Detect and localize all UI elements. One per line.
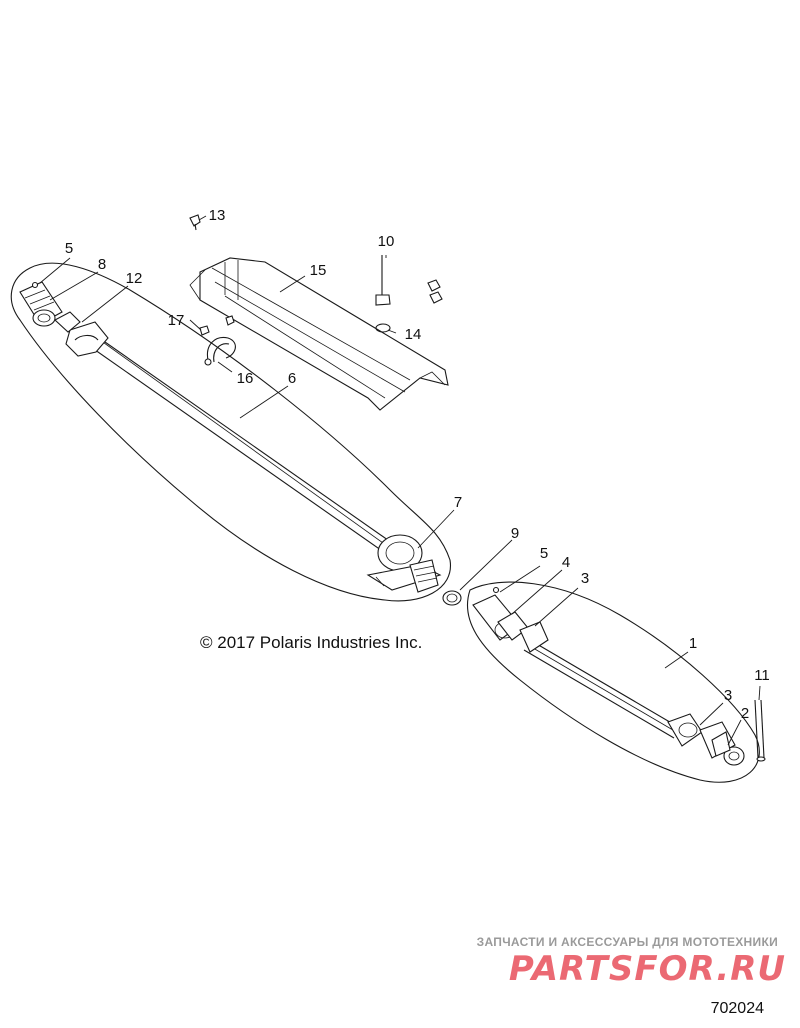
- callout-11: 11: [754, 667, 770, 684]
- callout-4: 4: [562, 554, 570, 571]
- copyright-notice: © 2017 Polaris Industries Inc.: [200, 633, 422, 652]
- clamp-16: [204, 336, 236, 366]
- group-outline-rear-shaft: [10, 262, 451, 602]
- callout-1: 1: [689, 635, 697, 652]
- roll-pin-11: [754, 699, 766, 762]
- callout-3-front: 3: [724, 687, 732, 704]
- leader-lines: [39, 215, 761, 746]
- callout-2: 2: [741, 705, 749, 722]
- callout-15: 15: [310, 262, 327, 279]
- bolt-10: [375, 255, 391, 306]
- group-outline-front-shaft: [466, 581, 760, 783]
- tunnel-guard-15: [189, 257, 449, 411]
- figure-number: 702024: [711, 1000, 764, 1017]
- callout-16: 16: [237, 370, 254, 387]
- callout-13: 13: [209, 207, 226, 224]
- callout-9: 9: [511, 525, 519, 542]
- screw-17: [199, 315, 235, 336]
- nut-extra: [427, 279, 443, 304]
- callout-7: 7: [454, 494, 462, 511]
- callout-labels: 1 2 3 3 4 5 5 6 7 8 9 10 11 12 13 14 15 …: [65, 207, 770, 722]
- watermark-tagline: ЗАПЧАСТИ И АКСЕССУАРЫ ДЛЯ МОТОТЕХНИКИ: [477, 935, 778, 949]
- callout-8: 8: [98, 256, 106, 273]
- watermark: ЗАПЧАСТИ И АКСЕССУАРЫ ДЛЯ МОТОТЕХНИКИ PA…: [477, 935, 786, 989]
- callout-14: 14: [405, 326, 422, 343]
- callout-5-front: 5: [540, 545, 548, 562]
- callout-3-rear: 3: [581, 570, 589, 587]
- callout-17: 17: [168, 312, 185, 329]
- callout-12: 12: [126, 270, 143, 287]
- callout-10: 10: [378, 233, 395, 250]
- screw-13: [189, 214, 201, 231]
- rear-prop-shaft: [19, 281, 442, 593]
- o-ring-9: [442, 590, 462, 606]
- washer-14: [375, 323, 391, 333]
- watermark-logo: PARTSFOR.RU: [509, 949, 786, 989]
- callout-5-rear: 5: [65, 240, 73, 257]
- front-prop-shaft: [472, 586, 745, 766]
- callout-6: 6: [288, 370, 296, 387]
